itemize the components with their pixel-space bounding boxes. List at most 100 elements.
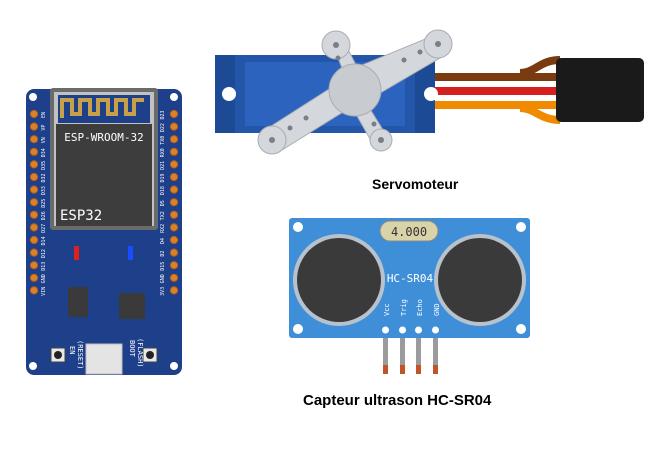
right-pin-label: TX2 [160,211,166,220]
ultrasonic-sensor: 4.000 HC-SR04 Vcc Trig Echo GND [289,218,530,374]
mounting-hole [170,93,178,101]
right-pin-label: D2 [160,251,166,257]
wire-orange [430,101,560,109]
right-pin-label: D15 [160,262,166,271]
sensor-caption: Capteur ultrason HC-SR04 [303,392,492,409]
header-pin-d18 [169,185,179,194]
boot-flash-button-cap [146,351,154,359]
header-pin-d15 [169,261,179,270]
right-pin-label: 3V3 [160,287,166,296]
en-reset-button-cap [54,351,62,359]
header-pin-d26 [29,210,39,219]
servo-motor [215,29,644,155]
power-led [74,246,79,260]
pcb-antenna-trace [60,98,144,118]
pin-label-vcc: Vcc [383,303,391,316]
servo-caption: Servomoteur [372,176,459,192]
right-pin-label: GND [160,274,166,283]
header-pin-en [29,109,39,119]
crystal-oscillator [379,220,439,242]
header-pin-d4 [169,235,179,245]
wire-orange-bend [519,104,561,124]
left-pin-label: EN [41,112,47,118]
micro-usb-connector [85,343,123,375]
servo-mount-hole [222,87,236,101]
header-pin-d33 [29,185,39,194]
header-pin-d34 [29,147,39,156]
right-pin-label: D4 [160,238,166,244]
sensor-pin-echo [416,336,421,374]
right-pin-label: D18 [160,186,166,195]
sensor-mount-hole [516,222,526,232]
receiver-transducer [438,238,522,322]
header-pin-tx0 [169,135,179,144]
header-pin-d5 [169,198,179,207]
mounting-hole [29,362,37,370]
header-pin-rx2 [169,223,179,232]
left-pin-label: D27 [41,224,47,233]
left-pin-label: D26 [41,211,47,220]
pin-label-echo: Echo [416,299,424,316]
header-pin-rx0 [169,147,179,156]
reset-label: (RESET) [76,340,84,370]
header-pin-d19 [169,172,179,182]
header-pin-vn [29,135,39,144]
left-pin-label: D13 [41,262,47,271]
header-pin-d32 [29,172,39,182]
crystal-display-value: 4.000 [391,225,427,239]
header-pin-d21 [169,160,179,169]
left-pin-label: VP [41,125,47,131]
header-pin-d12 [29,248,39,257]
usb-uart-chip [119,293,145,319]
boot-label: BOOT [128,340,136,358]
header-pin-d2 [169,248,179,257]
chip-label: ESP32 [60,208,102,224]
pin-label-trig: Trig [400,299,408,316]
horn-holes [269,41,441,143]
mounting-hole [170,362,178,370]
esp32-board: ESP-WROOM-32 ESP32 ENVPVND34D35D32D33D25… [26,88,182,375]
sensor-model-label: HC-SR04 [387,272,434,285]
horn-hub [328,63,382,117]
header-pin-tx2 [169,210,179,219]
right-pin-label: TX0 [160,136,166,145]
header-pin-gnd [169,273,179,282]
header-pin-vin [29,286,39,295]
right-pin-label: D21 [160,161,166,170]
voltage-regulator-chip [68,287,88,317]
right-pin-label: RX2 [160,224,166,233]
left-pin-label: D33 [41,186,47,195]
servo-connector [556,58,644,122]
header-pin-d35 [29,160,39,169]
sensor-mount-hole [293,324,303,334]
left-pin-header: ENVPVND34D35D32D33D25D26D27D14D12D13GNDV… [29,109,47,296]
status-led [128,246,133,260]
left-pin-label: VN [41,137,47,143]
left-pin-label: D34 [41,148,47,157]
header-pin-vp [29,122,39,131]
header-pin-d13 [29,261,39,270]
wire-brown [430,73,560,81]
sensor-pin-pads [382,326,439,334]
wire-red [430,87,560,95]
header-pin-d27 [29,223,39,232]
sensor-pin-trig [400,336,405,374]
right-pin-header: D23D22TX0RX0D21D19D18D5TX2RX2D4D2D15GND3… [160,109,179,296]
module-label: ESP-WROOM-32 [64,131,143,144]
right-pin-label: D23 [160,110,166,119]
esp32-module-can [56,124,152,226]
right-pin-label: D19 [160,173,166,182]
servo-mount-hole [424,87,438,101]
left-pin-label: VIN [41,287,47,296]
header-pin-d23 [169,109,179,119]
header-pin-d14 [29,235,39,245]
left-pin-label: D32 [41,173,47,182]
right-pin-label: D5 [160,200,166,206]
sensor-pin-tips [383,365,438,374]
header-pin-gnd [29,273,39,282]
left-pin-label: D12 [41,249,47,258]
transmitter-transducer [297,238,381,322]
wire-brown-bend [519,56,561,77]
pin-label-gnd: GND [433,303,441,316]
left-pin-label: D35 [41,161,47,170]
